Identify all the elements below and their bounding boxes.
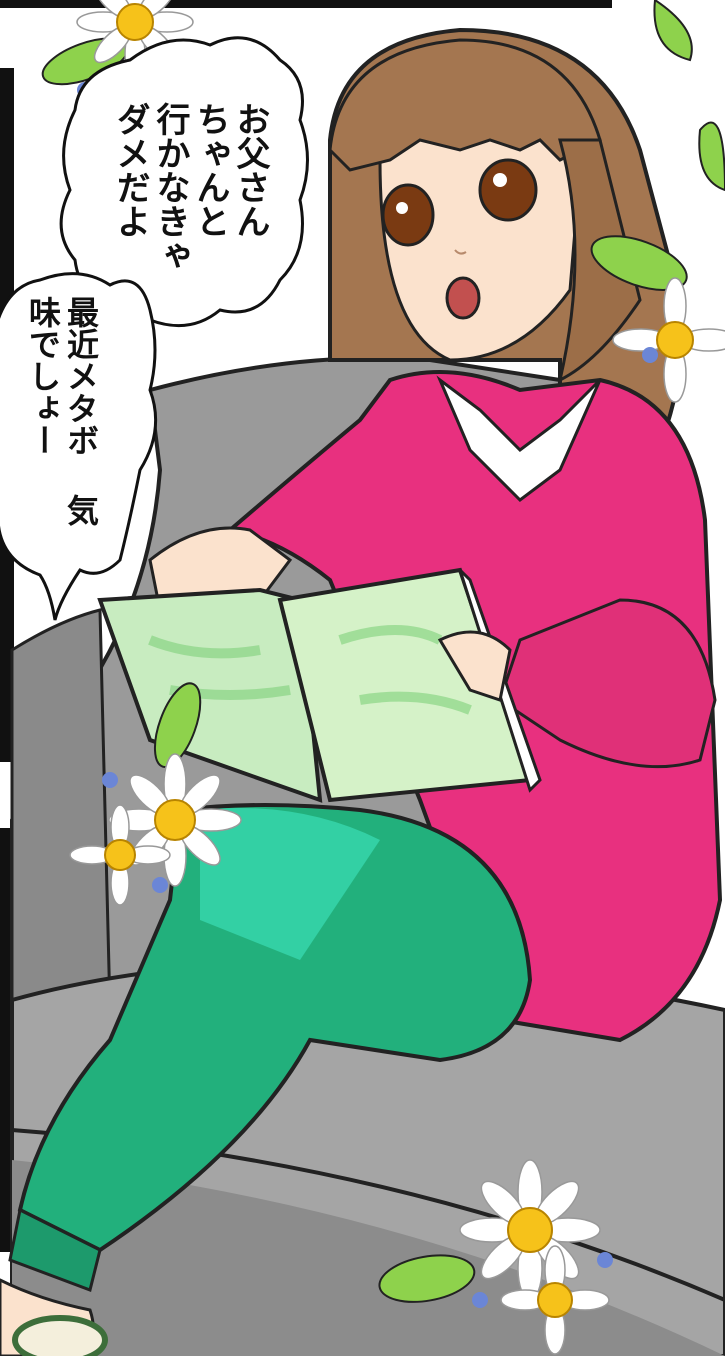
pants <box>8 803 533 1292</box>
bubble-line: 気味でしょー <box>24 296 100 526</box>
bubble-line: ちゃんと <box>190 102 230 238</box>
speech-bubble-1-text: お父さん ちゃんと 行かなきゃ ダメだよ <box>110 102 270 302</box>
speech-bubble-2-text: 最近メタボ 気味でしょー <box>24 296 100 556</box>
slipper <box>0 1278 108 1356</box>
bubble-line: ダメだよ <box>110 102 150 238</box>
bubble-line: 行かなきゃ <box>150 102 190 272</box>
speech-bubble-1 <box>59 36 309 364</box>
bubble-line: お父さん <box>230 102 270 238</box>
speech-bubble-2 <box>0 272 158 621</box>
bubble-line: 最近メタボ <box>62 296 100 456</box>
open-book <box>97 567 542 803</box>
face <box>378 138 582 362</box>
right-hand <box>437 630 512 702</box>
